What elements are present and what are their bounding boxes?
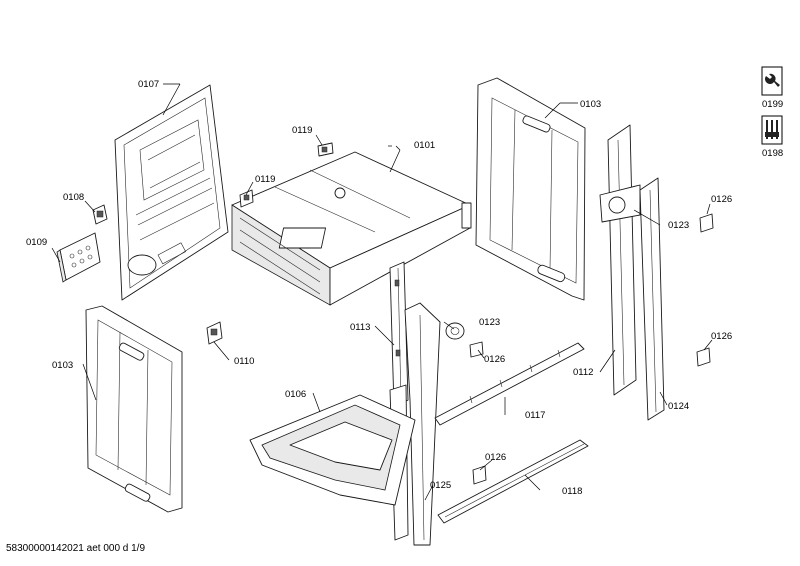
wrench-icon xyxy=(765,73,780,87)
label-0125: 0125 xyxy=(430,480,451,491)
label-0123-center: 0123 xyxy=(479,317,500,328)
callout-labels: 0107 0119 0101 0119 0103 0108 0109 0123 … xyxy=(26,79,732,497)
part-0123-fitting-center xyxy=(445,322,465,340)
part-0101-cavity-housing xyxy=(231,151,472,306)
label-0109: 0109 xyxy=(26,237,47,248)
label-0107: 0107 xyxy=(138,79,159,90)
label-0103-left: 0103 xyxy=(52,360,73,371)
label-0106: 0106 xyxy=(285,389,306,400)
part-0126-clip-right-mid xyxy=(696,347,711,367)
label-0119-left: 0119 xyxy=(255,174,275,185)
label-0118: 0118 xyxy=(562,486,582,497)
part-0113-vertical-rail xyxy=(389,261,409,409)
part-0103-side-panel-left xyxy=(85,305,183,513)
part-0126-clip-right-top xyxy=(699,213,714,233)
part-0126-clip-center xyxy=(469,341,484,358)
leader-lines xyxy=(51,83,713,501)
part-0109-control-module xyxy=(56,232,101,283)
label-0124: 0124 xyxy=(668,401,689,412)
part-0103-side-panel-right xyxy=(475,77,586,301)
part-0107-door-panel xyxy=(114,84,229,301)
legend-tools-code: 0199 xyxy=(762,99,783,110)
label-0123-right: 0123 xyxy=(668,220,689,231)
label-0103-top: 0103 xyxy=(580,99,601,110)
label-0108: 0108 xyxy=(63,192,84,203)
label-0126-bottom: 0126 xyxy=(485,452,506,463)
part-0126-clip-bottom xyxy=(472,465,487,485)
part-0117-diagonal-rail xyxy=(434,342,585,426)
label-0113: 0113 xyxy=(350,322,370,333)
label-0117: 0117 xyxy=(525,410,545,421)
label-0110: 0110 xyxy=(234,356,254,367)
part-0110-clip xyxy=(206,321,223,345)
part-0112-right-frame xyxy=(599,124,641,396)
document-id-footer: 58300000142021 aet 000 d 1/9 xyxy=(6,543,146,554)
part-0119-clip-a xyxy=(317,142,334,157)
legend-kit-code: 0198 xyxy=(762,148,783,159)
label-0119-top: 0119 xyxy=(292,125,312,136)
part-0118-bottom-rail xyxy=(437,439,589,524)
part-0106-floor-tray xyxy=(249,394,416,506)
part-0108-bracket xyxy=(92,204,108,225)
legend-tools: 0199 0198 xyxy=(761,66,783,159)
screwdriver-icon xyxy=(765,120,779,139)
part-0124-right-post xyxy=(639,177,665,421)
label-0112: 0112 xyxy=(573,367,593,378)
label-0101: 0101 xyxy=(414,140,435,151)
label-0126-right-mid: 0126 xyxy=(711,331,732,342)
label-0126-right-top: 0126 xyxy=(711,194,732,205)
label-0126-center: 0126 xyxy=(484,354,505,365)
